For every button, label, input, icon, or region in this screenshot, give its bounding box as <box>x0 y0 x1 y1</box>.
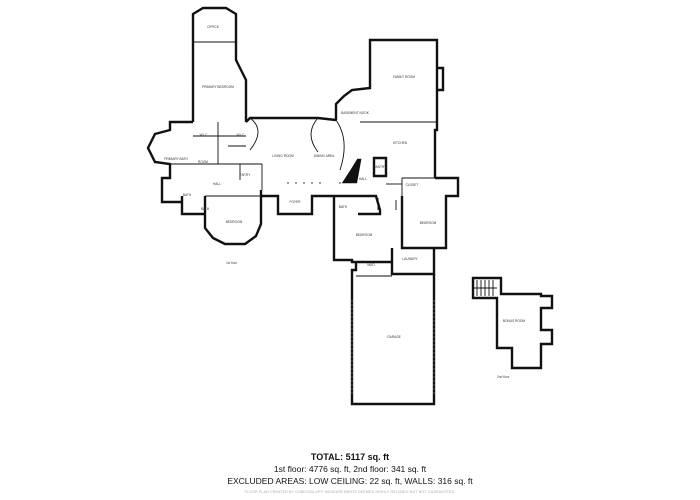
label-bath-1: BATH <box>183 193 192 197</box>
label-primary-bedroom: PRIMARY BEDROOM <box>202 85 234 89</box>
excluded-areas: EXCLUDED AREAS: LOW CEILING: 22 sq. ft, … <box>227 476 473 486</box>
label-first-floor: 1st floor <box>226 261 238 265</box>
label-pantry: PANTRY <box>374 165 388 169</box>
room-labels: OFFICE PRIMARY BEDROOM FAMILY ROOM BASEM… <box>164 25 525 379</box>
label-wic-2: W.I.C. <box>237 133 246 137</box>
label-kitchen: KITCHEN <box>393 141 408 145</box>
label-garage: GARAGE <box>387 335 401 339</box>
label-hall-1: HALL <box>213 182 221 186</box>
label-bath-2: BATH <box>201 207 210 211</box>
label-entry: ENTRY <box>240 173 252 177</box>
label-bedroom-1: BEDROOM <box>226 220 243 224</box>
label-bedroom-3: BEDROOM <box>420 221 437 225</box>
label-bonus-room: BONUS ROOM <box>503 319 525 323</box>
second-floor-walls <box>471 276 554 370</box>
label-mud: MUD <box>367 263 375 267</box>
label-family-room: FAMILY ROOM <box>393 75 415 79</box>
label-foyer: FOYER <box>290 200 302 204</box>
label-hall-2: HALL <box>359 177 367 181</box>
total-area: TOTAL: 5117 sq. ft <box>310 452 390 462</box>
label-bedroom-2: BEDROOM <box>356 233 373 237</box>
floor-areas: 1st floor: 4776 sq. ft, 2nd floor: 341 s… <box>273 464 427 474</box>
label-laundry: LAUNDRY <box>402 257 418 261</box>
footer-disclaimer: FLOOR PLAN CREATED BY CUBICASA APP. MEAS… <box>244 490 456 494</box>
label-closet: CLOSET <box>406 183 419 187</box>
label-second-floor: 2nd floor <box>497 375 510 379</box>
label-wic-1: W.I.C. <box>200 133 209 137</box>
label-basement-nook: BASEMENT NOOK <box>341 111 370 115</box>
label-bath-3: BATH <box>339 205 348 209</box>
label-primary-bath: PRIMARY BATH <box>164 157 188 161</box>
label-dining-area: DINING AREA <box>314 154 335 158</box>
first-floor-walls <box>146 6 460 406</box>
label-office: OFFICE <box>207 25 219 29</box>
label-living-room: LIVING ROOM <box>272 154 294 158</box>
label-room: ROOM <box>198 160 208 164</box>
